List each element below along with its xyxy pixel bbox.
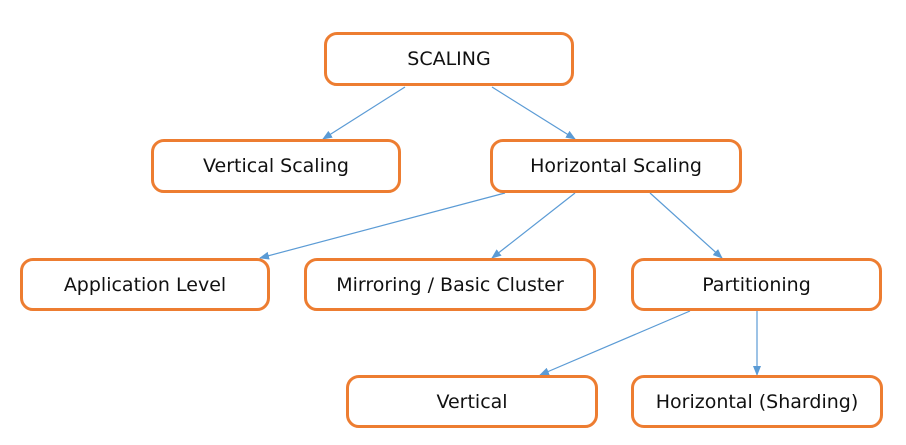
node-application-level-label: Application Level <box>63 273 227 296</box>
node-horizontal-scaling: Horizontal Scaling <box>490 139 742 193</box>
node-vertical-scaling: Vertical Scaling <box>151 139 401 193</box>
node-scaling-label: SCALING <box>407 48 491 70</box>
node-partitioning-label: Partitioning <box>702 273 811 296</box>
arrow-scaling-to-horizontal-scaling <box>491 86 576 140</box>
node-vertical: Vertical <box>346 375 598 428</box>
arrow-horizontal-to-partitioning <box>649 192 723 259</box>
arrow-horizontal-to-mirroring <box>491 192 576 259</box>
arrow-partitioning-to-vertical <box>539 310 691 376</box>
node-vertical-scaling-label: Vertical Scaling <box>203 155 349 177</box>
arrow-scaling-to-vertical-scaling <box>322 86 406 140</box>
node-horizontal-sharding: Horizontal (Sharding) <box>631 375 883 428</box>
node-mirroring-basic-cluster: Mirroring / Basic Cluster <box>304 258 596 311</box>
arrow-horizontal-to-application-level <box>259 192 506 260</box>
node-vertical-label: Vertical <box>436 390 508 413</box>
node-scaling: SCALING <box>324 32 574 86</box>
node-application-level: Application Level <box>20 258 270 311</box>
node-mirroring-basic-cluster-label: Mirroring / Basic Cluster <box>336 273 564 296</box>
node-partitioning: Partitioning <box>631 258 882 311</box>
node-horizontal-sharding-label: Horizontal (Sharding) <box>655 390 859 413</box>
node-horizontal-scaling-label: Horizontal Scaling <box>530 155 702 177</box>
